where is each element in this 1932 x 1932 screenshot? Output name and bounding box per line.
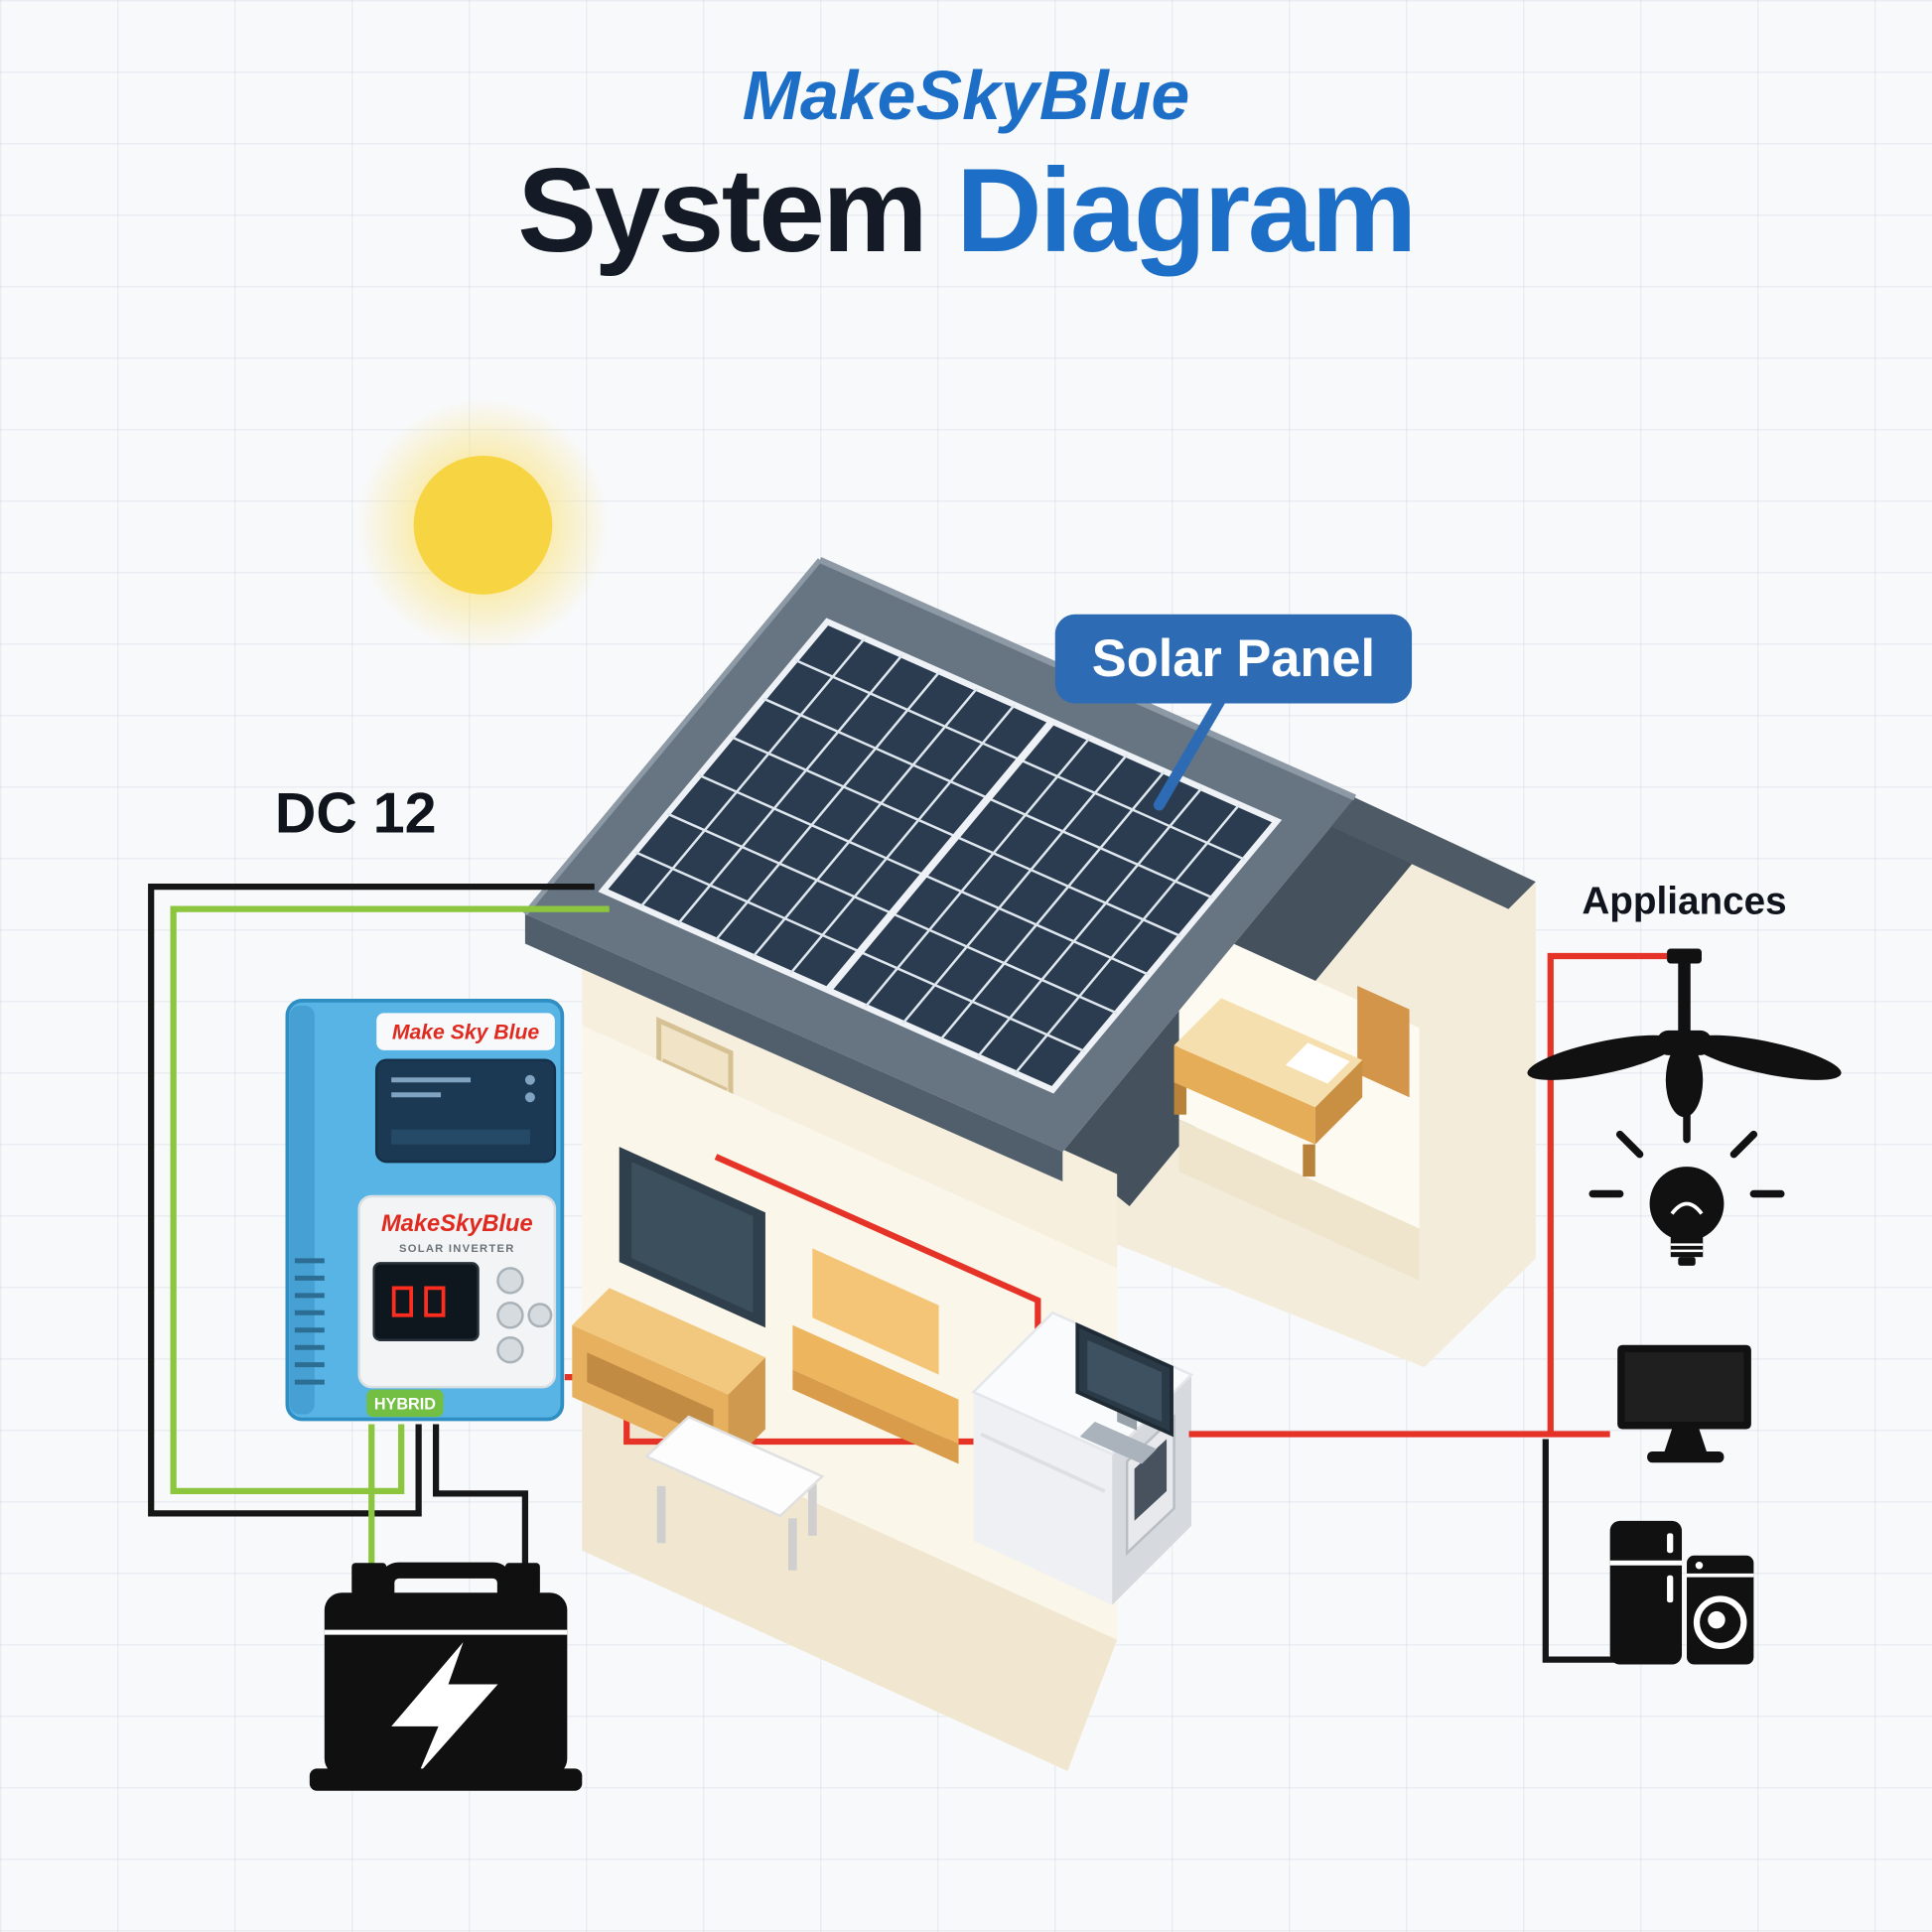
tv-monitor-icon xyxy=(1617,1344,1751,1463)
coffee-table xyxy=(643,1415,825,1571)
pillow xyxy=(1285,1042,1350,1084)
page-title: System Diagram xyxy=(223,144,1710,280)
inverter-buttons xyxy=(496,1267,553,1364)
battery xyxy=(309,1562,583,1791)
solar-panel xyxy=(604,621,1278,1090)
inverter-top-label: Make Sky Blue xyxy=(392,1022,540,1044)
washing-machine-icon xyxy=(1687,1555,1754,1665)
inverter-brand-label: MakeSkyBlue xyxy=(381,1211,533,1237)
inverter: Make Sky Blue MakeSkyBlue SOLAR INVERTER xyxy=(285,999,565,1422)
roof-fascia xyxy=(524,913,1063,1182)
tv xyxy=(619,1147,765,1328)
wire-pv-black xyxy=(148,884,595,1517)
wire-battery-black xyxy=(432,1424,529,1576)
living-room-floor xyxy=(582,1397,1118,1771)
solar-panel-callout: Solar Panel xyxy=(1054,614,1413,811)
brand-title: MakeSkyBlue xyxy=(742,56,1190,134)
wire-ac-red-riser xyxy=(1547,952,1668,1435)
inverter-subtitle-label: SOLAR INVERTER xyxy=(399,1243,515,1255)
armchair xyxy=(792,1248,959,1464)
hybrid-badge: HYBRID xyxy=(366,1389,444,1418)
bed xyxy=(1173,985,1410,1177)
sun-icon xyxy=(356,398,610,652)
roof-rake xyxy=(1327,797,1536,909)
callout-pointer-line xyxy=(1153,695,1226,811)
bedroom xyxy=(1173,918,1420,1281)
hybrid-badge-label: HYBRID xyxy=(374,1396,436,1414)
wire-pv-green xyxy=(170,905,610,1495)
battery-bolt-icon xyxy=(391,1642,498,1774)
inverter-vents xyxy=(294,1258,325,1385)
ceiling-fan-icon xyxy=(1527,948,1842,1118)
desktop-monitor xyxy=(1075,1321,1173,1464)
inverter-lcd xyxy=(372,1262,480,1341)
appliances-label: Appliances xyxy=(1582,881,1786,923)
light-bulb-icon xyxy=(1588,1108,1785,1266)
house xyxy=(525,560,1536,1771)
fridge-icon xyxy=(1609,1520,1683,1665)
title-word-diagram: Diagram xyxy=(956,144,1417,278)
dc-label: DC 12 xyxy=(275,781,437,845)
solar-panel-callout-label: Solar Panel xyxy=(1092,630,1375,688)
inverter-display xyxy=(374,1058,557,1164)
title-word-system: System xyxy=(517,144,928,278)
